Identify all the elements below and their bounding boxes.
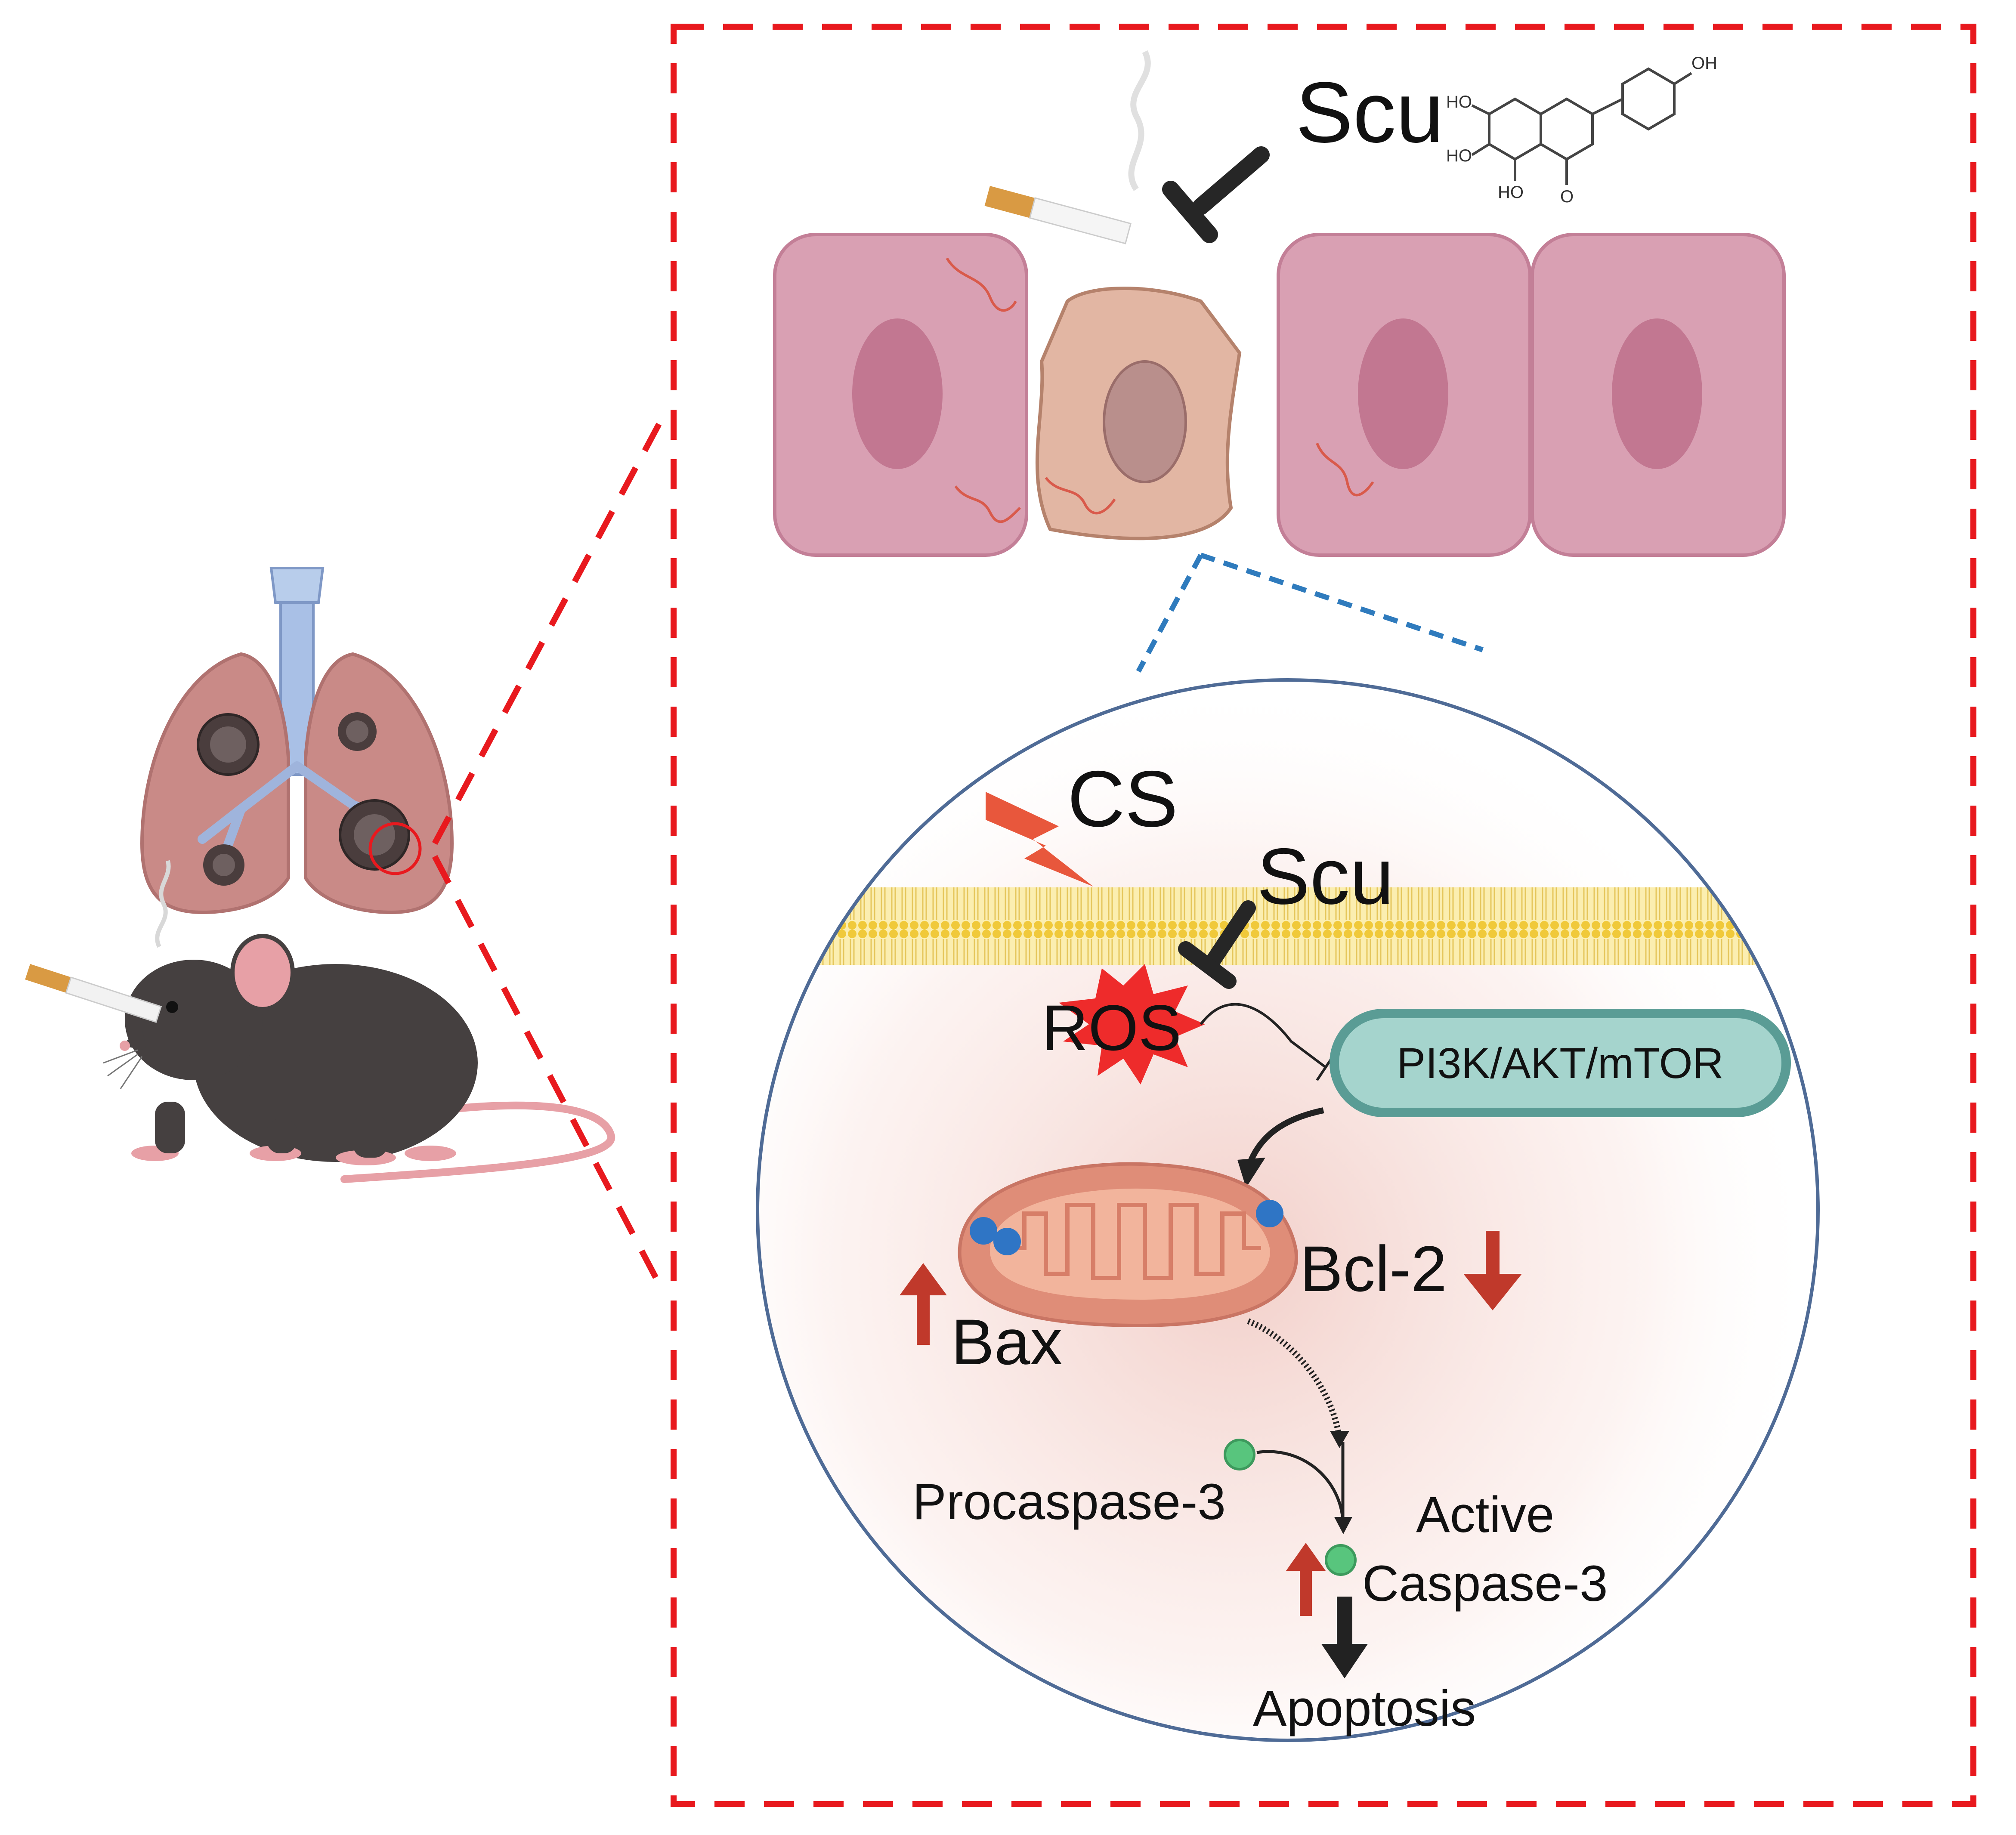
mitochondrion-icon [958, 1162, 1298, 1328]
zoomed-cell-border [756, 678, 1820, 1742]
cigarette-top-icon [984, 50, 1151, 244]
procaspase-icon [1224, 1439, 1255, 1470]
active-caspase-label: Caspase-3 [1362, 1555, 1608, 1612]
lightning-icon [986, 792, 1093, 887]
svg-text:HO: HO [1446, 93, 1472, 111]
inhibition-arrow-top [1162, 146, 1270, 243]
scutellarin-molecule [1471, 67, 1692, 185]
bax-up-arrow-icon [900, 1263, 947, 1345]
zoom-panel-border [671, 24, 1976, 1807]
svg-text:OH: OH [1691, 54, 1717, 73]
bax-label: Bax [951, 1306, 1062, 1378]
apoptosis-arrow [1321, 1597, 1368, 1678]
pathway-label: PI3K/AKT/mTOR [1397, 1039, 1723, 1087]
apoptosis-label: Apoptosis [1253, 1680, 1476, 1737]
active-label: Active [1416, 1486, 1554, 1543]
mouse-illustration [103, 934, 615, 1183]
bcl2-label: Bcl-2 [1300, 1233, 1447, 1305]
cs-label: CS [1067, 755, 1178, 843]
molecule-labels: HO HO HO OH OH O [1446, 54, 1717, 206]
inhibition-arrow-membrane [1178, 900, 1256, 989]
svg-text:O: O [1560, 187, 1574, 206]
pathway-to-mito-arrow [1237, 1107, 1324, 1188]
lungs-illustration [140, 567, 454, 914]
procaspase-label: Procaspase-3 [912, 1474, 1226, 1530]
ros-burst-icon [1059, 964, 1205, 1084]
svg-text:HO: HO [1446, 146, 1472, 165]
zoom-lines [432, 407, 670, 1293]
caspase-up-arrow-icon [1286, 1543, 1326, 1616]
cigarette-icon [25, 860, 171, 1023]
epithelial-cells [773, 233, 1786, 557]
cell-membrane [758, 887, 1818, 965]
svg-text:HO: HO [1498, 183, 1524, 202]
active-caspase-icon [1325, 1544, 1357, 1576]
activation-arrow [1256, 1442, 1352, 1534]
scu-top-label: Scu [1296, 65, 1444, 161]
scu-membrane-label: Scu [1257, 832, 1394, 921]
mito-to-caspase-arrow [1247, 1318, 1349, 1448]
blue-zoom-lines [1136, 553, 1484, 673]
bcl2-down-arrow-icon [1463, 1231, 1522, 1310]
ros-label: ROS [1042, 992, 1181, 1064]
pathway-capsule [1330, 1009, 1791, 1117]
